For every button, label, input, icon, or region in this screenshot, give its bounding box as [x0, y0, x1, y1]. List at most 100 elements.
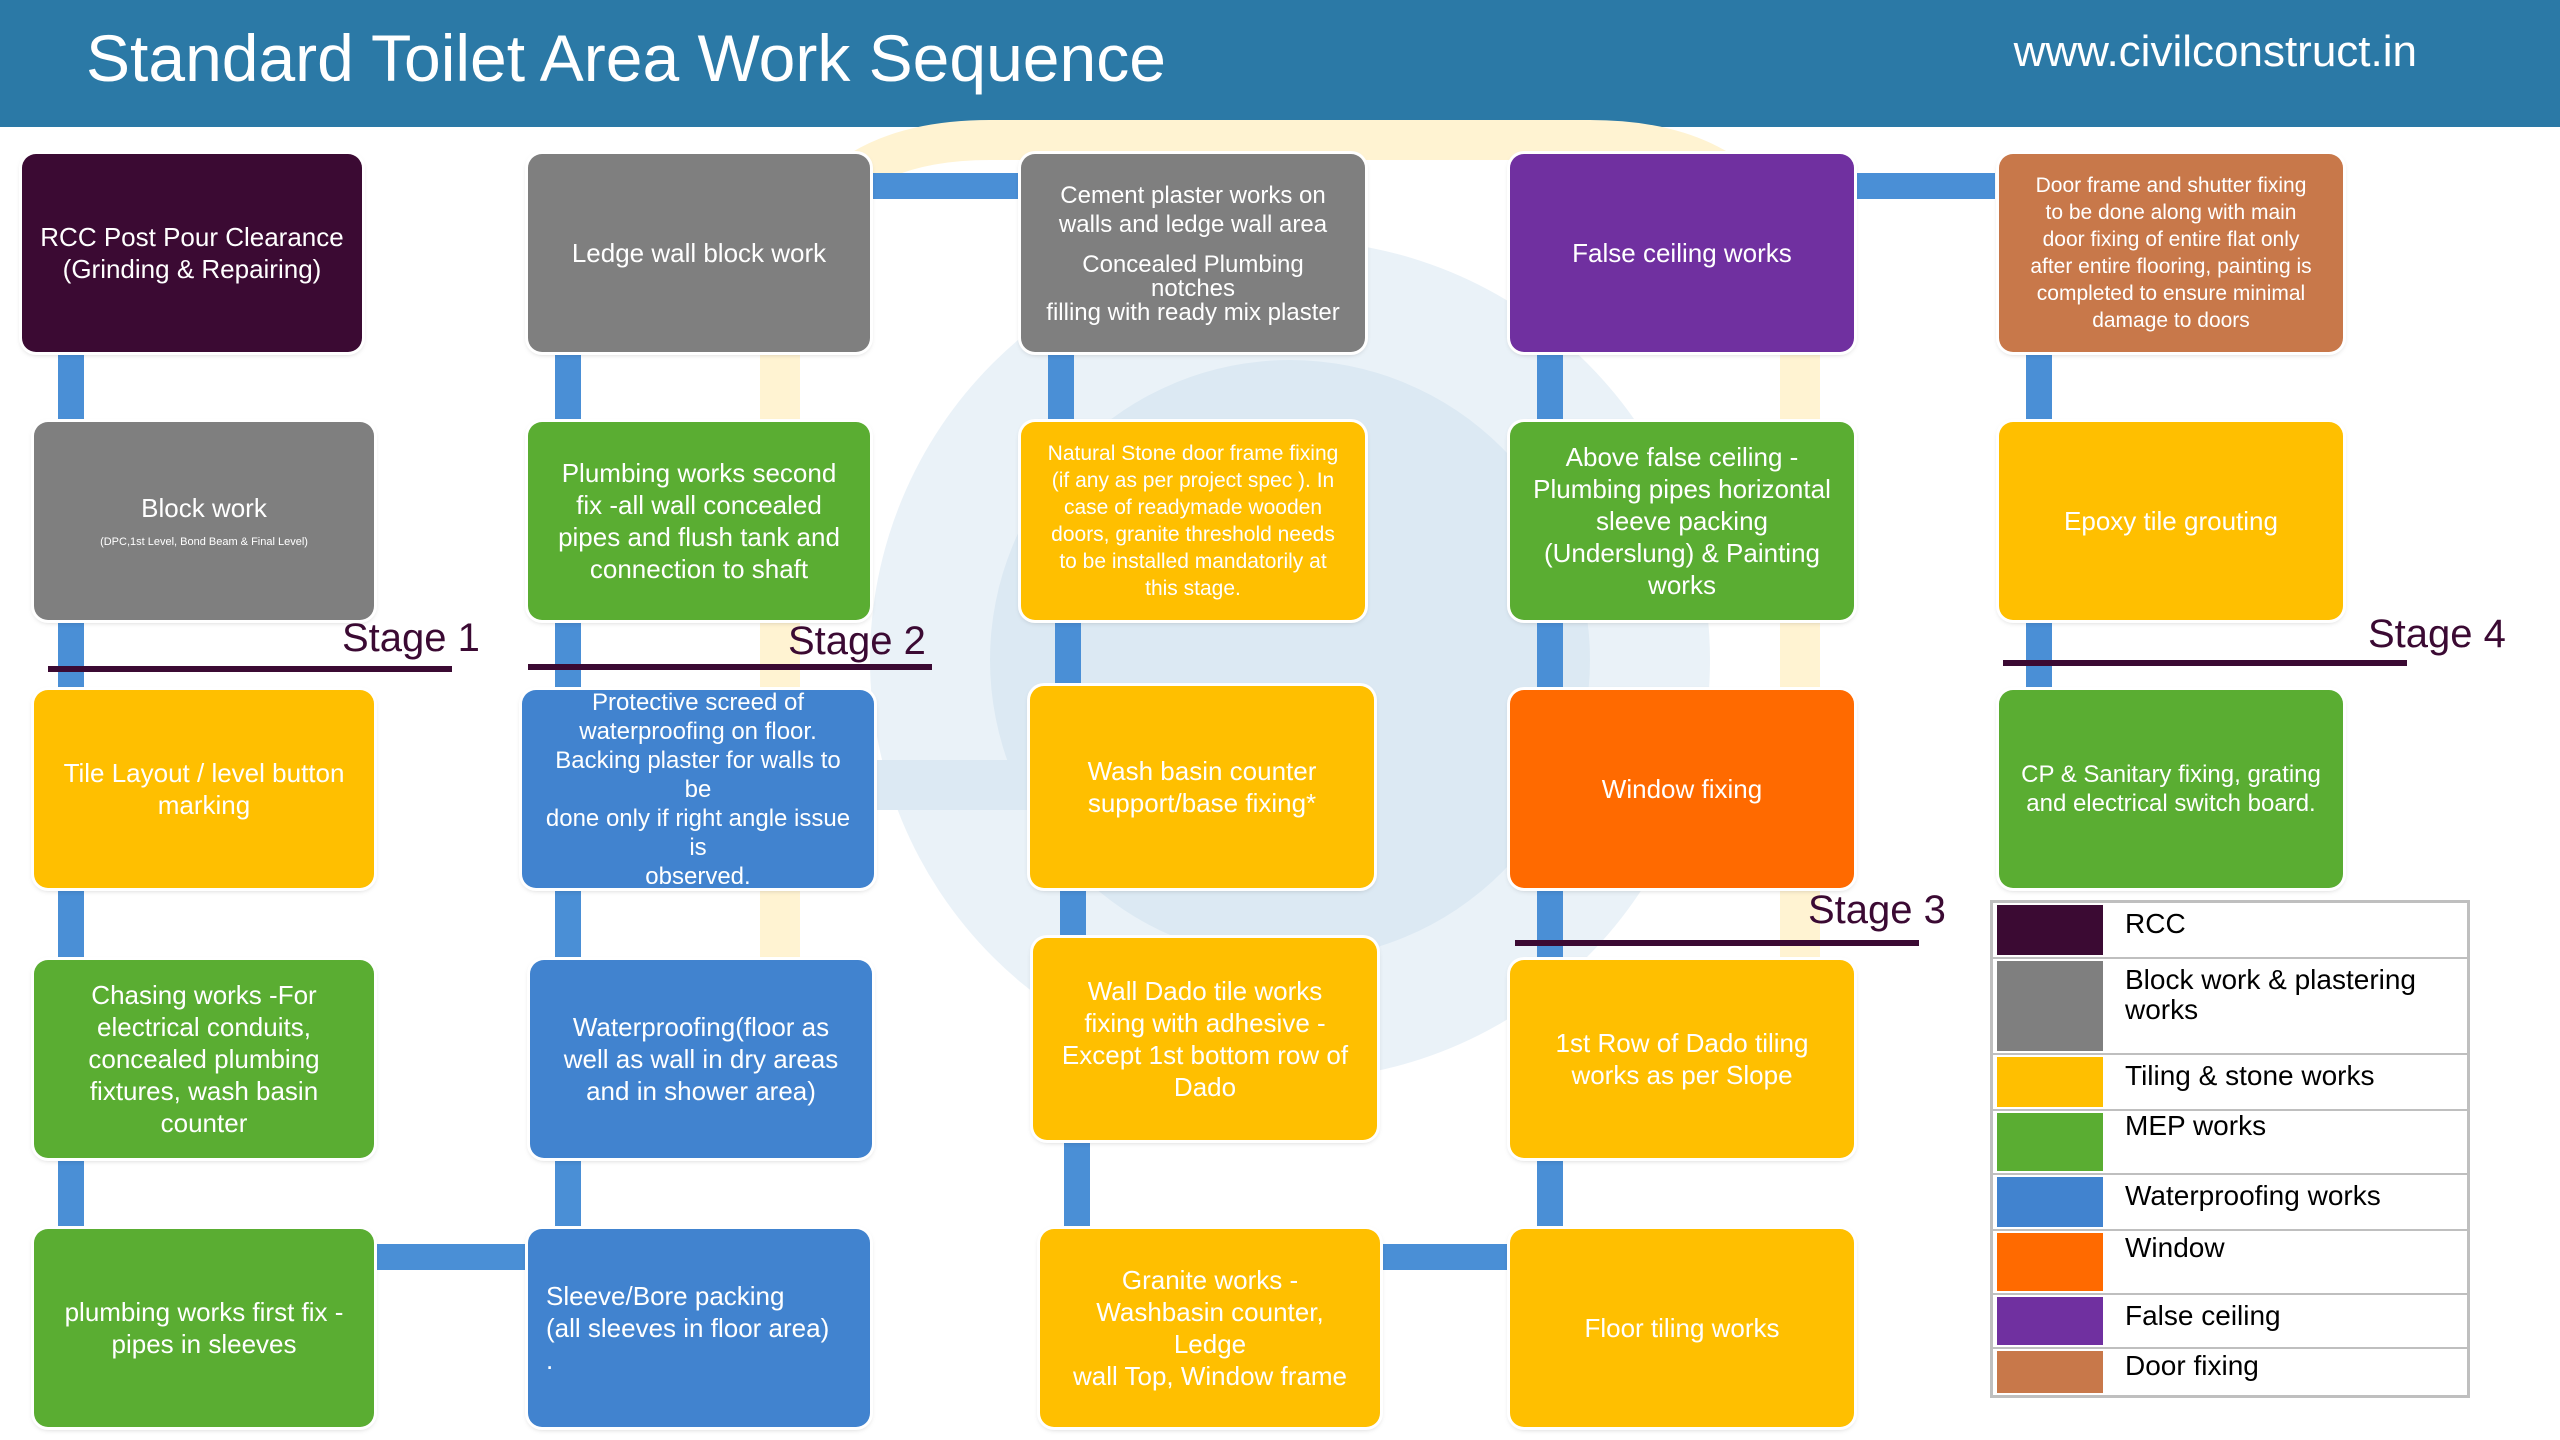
- step-text: wall Top, Window frame: [1072, 1361, 1348, 1391]
- step-plumbing-second-fix: Plumbing works second fix -all wall conc…: [528, 422, 870, 620]
- step-text: Dado: [1173, 1072, 1237, 1102]
- step-subtext: (DPC,1st Level, Bond Beam & Final Level): [100, 536, 308, 548]
- legend: RCC Block work & plastering works Tiling…: [1990, 900, 2470, 1398]
- step-text: concealed plumbing: [88, 1044, 320, 1074]
- legend-swatch: [1997, 1351, 2103, 1393]
- step-text: marking: [157, 790, 251, 820]
- legend-row-false-ceiling: False ceiling: [1993, 1295, 2467, 1349]
- step-text: Door frame and shutter fixing: [2035, 174, 2307, 197]
- step-text: Except 1st bottom row of: [1061, 1040, 1349, 1070]
- step-text: Wash basin counter: [1087, 756, 1317, 786]
- connector: [555, 350, 581, 422]
- stage-1-line: [48, 666, 452, 672]
- stage-2-line: [528, 664, 932, 670]
- connector: [1537, 350, 1563, 422]
- step-cement-plaster: Cement plaster works on walls and ledge …: [1021, 154, 1365, 352]
- step-text: fixing with adhesive -: [1084, 1008, 1326, 1038]
- stage-3-label: Stage 3: [1808, 888, 1946, 932]
- legend-row-window: Window: [1993, 1231, 2467, 1295]
- connector: [58, 350, 84, 422]
- step-text: Chasing works -For: [91, 980, 317, 1010]
- legend-label: Window: [2125, 1232, 2225, 1263]
- legend-label: False ceiling: [2125, 1300, 2281, 1331]
- website-url: www.civilconstruct.in: [2013, 27, 2417, 76]
- step-text: counter: [160, 1108, 248, 1138]
- step-text: .: [546, 1345, 554, 1375]
- legend-swatch: [1997, 1177, 2103, 1227]
- connector: [58, 618, 84, 690]
- legend-label: RCC: [2125, 908, 2186, 939]
- step-sleeve-bore-packing: Sleeve/Bore packing (all sleeves in floo…: [528, 1229, 870, 1427]
- step-text: Above false ceiling -: [1565, 442, 1799, 472]
- step-text: False ceiling works: [1572, 238, 1792, 268]
- step-text: filling with ready mix plaster: [1046, 299, 1340, 326]
- step-text: fixtures, wash basin: [89, 1076, 319, 1106]
- connector: [1537, 888, 1563, 960]
- step-text: CP & Sanitary fixing, grating: [2021, 761, 2321, 788]
- step-door-frame-shutter: Door frame and shutter fixing to be done…: [1999, 154, 2343, 352]
- connector: [1537, 618, 1563, 690]
- step-text: 1st Row of Dado tiling: [1555, 1028, 1809, 1058]
- step-cp-sanitary-fixing: CP & Sanitary fixing, grating and electr…: [1999, 690, 2343, 888]
- step-text: Sleeve/Bore packing: [546, 1281, 785, 1311]
- step-text: plumbing works first fix -: [64, 1297, 344, 1327]
- legend-row-mep: MEP works: [1993, 1111, 2467, 1175]
- step-text: to be done along with main: [2045, 201, 2297, 224]
- step-text: after entire flooring, painting is: [2030, 255, 2312, 278]
- step-wash-basin-support: Wash basin counter support/base fixing*: [1030, 686, 1374, 888]
- legend-swatch: [1997, 1113, 2103, 1171]
- connector: [1855, 173, 1995, 199]
- step-text: and electrical switch board.: [2026, 790, 2316, 817]
- legend-label: Tiling & stone works: [2125, 1060, 2375, 1091]
- step-text: works as per Slope: [1571, 1060, 1793, 1090]
- step-text: to be installed mandatorily at: [1059, 550, 1327, 573]
- step-text: works: [1648, 570, 1716, 600]
- connector: [2026, 350, 2052, 422]
- legend-swatch: [1997, 1297, 2103, 1345]
- step-text: Plumbing works second: [561, 458, 837, 488]
- connector: [870, 173, 1022, 199]
- legend-row-door-fixing: Door fixing: [1993, 1349, 2467, 1395]
- legend-label: Waterproofing works: [2125, 1180, 2381, 1211]
- page-title: Standard Toilet Area Work Sequence: [86, 21, 1166, 95]
- step-text: Wall Dado tile works: [1087, 976, 1323, 1006]
- legend-row-waterproofing: Waterproofing works: [1993, 1175, 2467, 1231]
- step-text: observed.: [645, 862, 751, 890]
- connector: [2026, 618, 2052, 690]
- step-text: damage to doors: [2092, 309, 2250, 332]
- stage-2-label: Stage 2: [788, 619, 926, 663]
- step-floor-tiling: Floor tiling works: [1510, 1229, 1854, 1427]
- step-text: pipes in sleeves: [111, 1329, 297, 1359]
- step-above-false-ceiling: Above false ceiling - Plumbing pipes hor…: [1510, 422, 1854, 620]
- step-text: well as wall in dry areas: [563, 1044, 839, 1074]
- step-text: Concealed Plumbing notches: [1082, 251, 1304, 302]
- step-epoxy-tile-grouting: Epoxy tile grouting: [1999, 422, 2343, 620]
- step-text: support/base fixing*: [1087, 788, 1317, 818]
- step-ledge-wall-block-work: Ledge wall block work: [528, 154, 870, 352]
- step-text: Epoxy tile grouting: [2064, 506, 2278, 536]
- connector: [58, 1157, 84, 1229]
- step-text: walls and ledge wall area: [1058, 211, 1328, 238]
- connector: [1380, 1244, 1512, 1270]
- step-text: Backing plaster for walls to be: [555, 746, 841, 803]
- step-text: pipes and flush tank and: [558, 522, 840, 552]
- step-text: and in shower area): [586, 1076, 816, 1106]
- stage-4-label: Stage 4: [2368, 612, 2506, 656]
- legend-label: Door fixing: [2125, 1350, 2259, 1381]
- step-text: Waterproofing(floor as: [572, 1012, 830, 1042]
- step-text: fix -all wall concealed: [576, 490, 822, 520]
- step-plumbing-first-fix: plumbing works first fix - pipes in slee…: [34, 1229, 374, 1427]
- legend-swatch: [1997, 1057, 2103, 1107]
- legend-row-rcc: RCC: [1993, 903, 2467, 959]
- legend-swatch: [1997, 905, 2103, 955]
- step-chasing-works: Chasing works -For electrical conduits, …: [34, 960, 374, 1158]
- header-bar: Standard Toilet Area Work Sequence www.c…: [0, 0, 2560, 127]
- step-text: this stage.: [1145, 577, 1241, 600]
- connector: [555, 1157, 581, 1229]
- step-first-row-dado-tiling: 1st Row of Dado tiling works as per Slop…: [1510, 960, 1854, 1158]
- step-tile-layout: Tile Layout / level button marking: [34, 690, 374, 888]
- stage-4-line: [2003, 660, 2407, 666]
- connector: [555, 888, 581, 960]
- step-text: waterproofing on floor.: [579, 717, 817, 745]
- step-text: Cement plaster works on: [1060, 182, 1326, 209]
